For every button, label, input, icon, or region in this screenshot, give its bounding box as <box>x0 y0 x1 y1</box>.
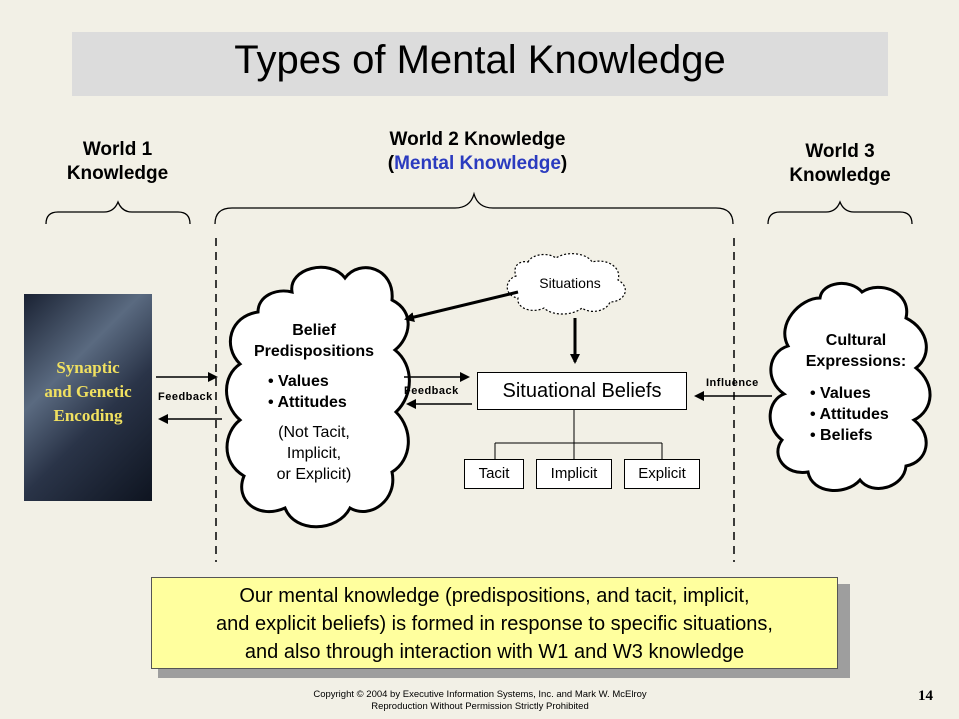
cultural-cloud-shape <box>768 282 932 492</box>
synaptic-encoding-text: Synaptic and Genetic Encoding <box>24 356 152 428</box>
world3-brace <box>767 200 913 225</box>
copyright-line2: Reproduction Without Permission Strictly… <box>371 701 589 712</box>
title-bar <box>72 32 888 96</box>
world3-heading-line1: World 3 <box>805 141 875 162</box>
copyright-notice: Copyright © 2004 by Executive Informatio… <box>250 689 710 713</box>
feedback-label-left: Feedback <box>158 391 213 403</box>
cultural-item-beliefs: • Beliefs <box>810 427 873 444</box>
belief-heading2: Predispositions <box>253 343 375 360</box>
belief-cloud-shape <box>225 265 411 529</box>
world2-open-paren: ( <box>387 153 395 174</box>
summary-callout: Our mental knowledge (predispositions, a… <box>151 577 838 669</box>
world1-brace <box>45 200 191 225</box>
world2-heading-line2: (Mental Knowledge) <box>340 152 615 176</box>
synaptic-line1: Synaptic <box>56 358 120 377</box>
belief-note1: (Not Tacit, <box>278 424 350 441</box>
world3-heading-line2: Knowledge <box>789 165 891 186</box>
world2-brace <box>214 191 734 225</box>
belief-item-attitudes: • Attitudes <box>268 394 347 411</box>
world1-heading-line2: Knowledge <box>66 163 169 184</box>
tacit-box: Tacit <box>464 459 524 489</box>
belief-cloud-text: Belief Predispositions • Values • Attitu… <box>236 320 392 485</box>
synaptic-line3: Encoding <box>53 406 123 425</box>
cultural-item-values: • Values <box>810 385 871 402</box>
callout-line1: Our mental knowledge (predispositions, a… <box>239 585 750 607</box>
world2-close-paren: ) <box>560 153 568 174</box>
belief-item-values: • Values <box>268 373 329 390</box>
cultural-item-attitudes: • Attitudes <box>810 406 889 423</box>
explicit-box: Explicit <box>624 459 700 489</box>
belief-note3: or Explicit) <box>276 466 352 483</box>
cultural-cloud-text: Cultural Expressions: • Values • Attitud… <box>786 330 926 446</box>
synaptic-line2: and Genetic <box>44 382 132 401</box>
world2-mental-knowledge: Mental Knowledge <box>394 153 561 174</box>
situations-to-belief-arrow <box>404 290 519 322</box>
situations-label: Situations <box>539 275 601 291</box>
page-number: 14 <box>918 688 933 704</box>
situations-cloud-shape <box>506 253 626 315</box>
slide-title: Types of Mental Knowledge <box>234 38 726 82</box>
world2-heading: World 2 Knowledge (Mental Knowledge) <box>340 128 615 176</box>
world3-heading: World 3 Knowledge <box>770 140 910 188</box>
belief-note2: Implicit, <box>286 445 342 462</box>
callout-line2: and explicit beliefs) is formed in respo… <box>216 613 773 635</box>
world2-heading-line1: World 2 Knowledge <box>389 129 566 150</box>
influence-label: Influence <box>706 377 759 389</box>
feedback-label-mid: Feedback <box>404 385 459 397</box>
cultural-heading2: Expressions: <box>805 353 907 370</box>
situational-beliefs-box: Situational Beliefs <box>477 372 687 410</box>
copyright-line1: Copyright © 2004 by Executive Informatio… <box>313 689 647 700</box>
cultural-heading1: Cultural <box>825 332 887 349</box>
implicit-box: Implicit <box>536 459 612 489</box>
callout-line3: and also through interaction with W1 and… <box>244 641 745 663</box>
world1-heading-line1: World 1 <box>82 139 153 160</box>
synaptic-encoding-image <box>24 294 152 501</box>
world1-heading: World 1 Knowledge <box>50 138 185 186</box>
belief-heading1: Belief <box>292 322 336 339</box>
